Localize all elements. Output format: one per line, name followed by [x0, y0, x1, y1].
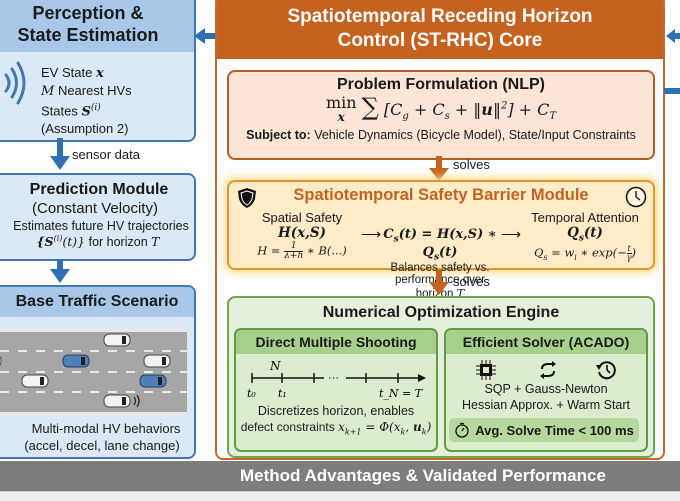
car-white [143, 354, 171, 368]
down-arrow-prediction [50, 259, 70, 283]
dms-title: Direct Multiple Shooting [236, 330, 436, 354]
combine-formula: Cs(t) = H(x,S) ∗ Qs(t) [383, 227, 497, 263]
direct-multiple-shooting-panel: Direct Multiple Shooting N ··· t₀ t₁ t_N… [234, 328, 438, 452]
refresh-icon [540, 361, 556, 379]
dms-desc-line1: Discretizes horizon, enables [257, 404, 415, 418]
core-header: Spatiotemporal Receding Horizon Control … [217, 0, 663, 59]
car-blue [62, 354, 90, 368]
right-edge-connector [664, 88, 680, 94]
nearest-hvs-line: M Nearest HVs [41, 82, 132, 99]
prediction-desc-line1: Estimates future HV trajectories [13, 219, 189, 233]
scenario-desc-line2: (accel, decel, lane change) [24, 438, 180, 453]
left-arrow-to-perception [194, 28, 216, 44]
arrow-right-1: ⟶ [361, 226, 382, 242]
prediction-subtitle: (Constant Velocity) [32, 200, 158, 217]
spatial-symbol: H(x,S) [277, 225, 327, 241]
solver-title: Efficient Solver (ACADO) [446, 330, 646, 354]
temporal-symbol: Qs(t) [567, 225, 603, 244]
barrier-title: Spatiotemporal Safety Barrier Module [293, 186, 589, 204]
perception-box: Perception & State Estimation EV State x… [0, 0, 196, 142]
assumption-line: (Assumption 2) [41, 120, 129, 136]
perception-header: Perception & State Estimation [0, 0, 194, 52]
bottom-strip [0, 491, 680, 501]
solves-label-2: solves [453, 274, 490, 289]
dms-desc-line2: defect constraints xk+1 = Φ(xk, uk) [240, 420, 432, 437]
down-arrow-sensor [50, 138, 70, 170]
down-arrow-solves-2 [429, 270, 449, 295]
temporal-label: Temporal Attention [531, 210, 639, 225]
prediction-desc-line2: {S(i)(t)} for horizon T [36, 234, 160, 250]
states-line: States S(i) [41, 103, 101, 120]
highway-illustration [0, 329, 187, 415]
solves-label-1: solves [453, 157, 490, 172]
arrow-right-2: ⟶ [501, 226, 522, 242]
optimization-engine-panel: Numerical Optimization Engine Direct Mul… [227, 296, 655, 458]
method-advantages-band: Method Advantages & Validated Performanc… [0, 461, 680, 491]
time-discretization-axis: N ··· t₀ t₁ t_N = T [247, 359, 426, 400]
label-t0: t₀ [247, 387, 256, 400]
solve-time-badge: Avg. Solve Time < 100 ms [449, 418, 639, 442]
core-title-line1: Spatiotemporal Receding Horizon [287, 6, 593, 27]
scenario-box: Base Traffic Scenario Multi-modal HV beh… [0, 285, 196, 459]
efficient-solver-panel: Efficient Solver (ACADO) [444, 328, 648, 452]
perception-title-line1: Perception & [32, 3, 144, 23]
perception-content: EV State x M Nearest HVs States S(i) (As… [41, 65, 132, 137]
solve-time-text: Avg. Solve Time < 100 ms [475, 422, 634, 438]
core-title-line2: Control (ST-RHC) Core [337, 30, 543, 51]
label-N: N [269, 359, 281, 373]
down-arrow-solves-1 [429, 156, 449, 181]
car-blue [139, 374, 167, 388]
solver-line1: SQP + Gauss-Newton [484, 382, 608, 396]
ev-state-line: EV State x [41, 65, 104, 81]
prediction-box: Prediction Module (Constant Velocity) Es… [0, 173, 196, 261]
st-rhc-core: Spatiotemporal Receding Horizon Control … [215, 0, 665, 460]
car-ego [103, 394, 131, 408]
bottom-title: Method Advantages & Validated Performanc… [240, 466, 606, 485]
left-arrow-right-edge [666, 29, 680, 43]
label-tN: t_N = T [379, 387, 424, 400]
problem-formulation-panel: Problem Formulation (NLP) min x ∑ [Cg + … [227, 70, 655, 160]
prediction-title: Prediction Module [29, 181, 169, 198]
clock-icon [625, 186, 647, 208]
car-white [21, 374, 49, 388]
sensor-data-label: sensor data [72, 147, 140, 162]
ellipsis: ··· [328, 372, 339, 384]
history-clock-icon [596, 361, 616, 380]
combine-desc-line1: Balances safety vs. [390, 262, 490, 275]
car-white [0, 356, 2, 366]
chip-icon [476, 360, 496, 380]
label-t1: t₁ [278, 387, 287, 400]
nlp-title: Problem Formulation (NLP) [337, 76, 545, 93]
scenario-desc-line1: Multi-modal HV behaviors [31, 421, 181, 436]
stopwatch-icon [455, 422, 469, 438]
shield-icon [238, 188, 256, 208]
scenario-header: Base Traffic Scenario [0, 287, 194, 317]
perception-title-line2: State Estimation [17, 25, 159, 45]
nlp-constraints: Subject to: Vehicle Dynamics (Bicycle Mo… [246, 128, 636, 142]
nlp-formula: min x ∑ [Cg + Cs + ‖u‖2] + CT [325, 93, 557, 125]
spatial-label: Spatial Safety [261, 210, 343, 225]
solver-line2: Hessian Approx. + Warm Start [462, 398, 630, 412]
safety-barrier-panel: Spatiotemporal Safety Barrier Module Spa… [227, 180, 655, 300]
engine-title: Numerical Optimization Engine [322, 304, 560, 321]
car-white [103, 333, 131, 347]
temporal-attention-column: Temporal Attention Qs(t) Qs = wi ∗ exp(−… [521, 210, 649, 262]
wireless-signal-icon [4, 61, 26, 105]
